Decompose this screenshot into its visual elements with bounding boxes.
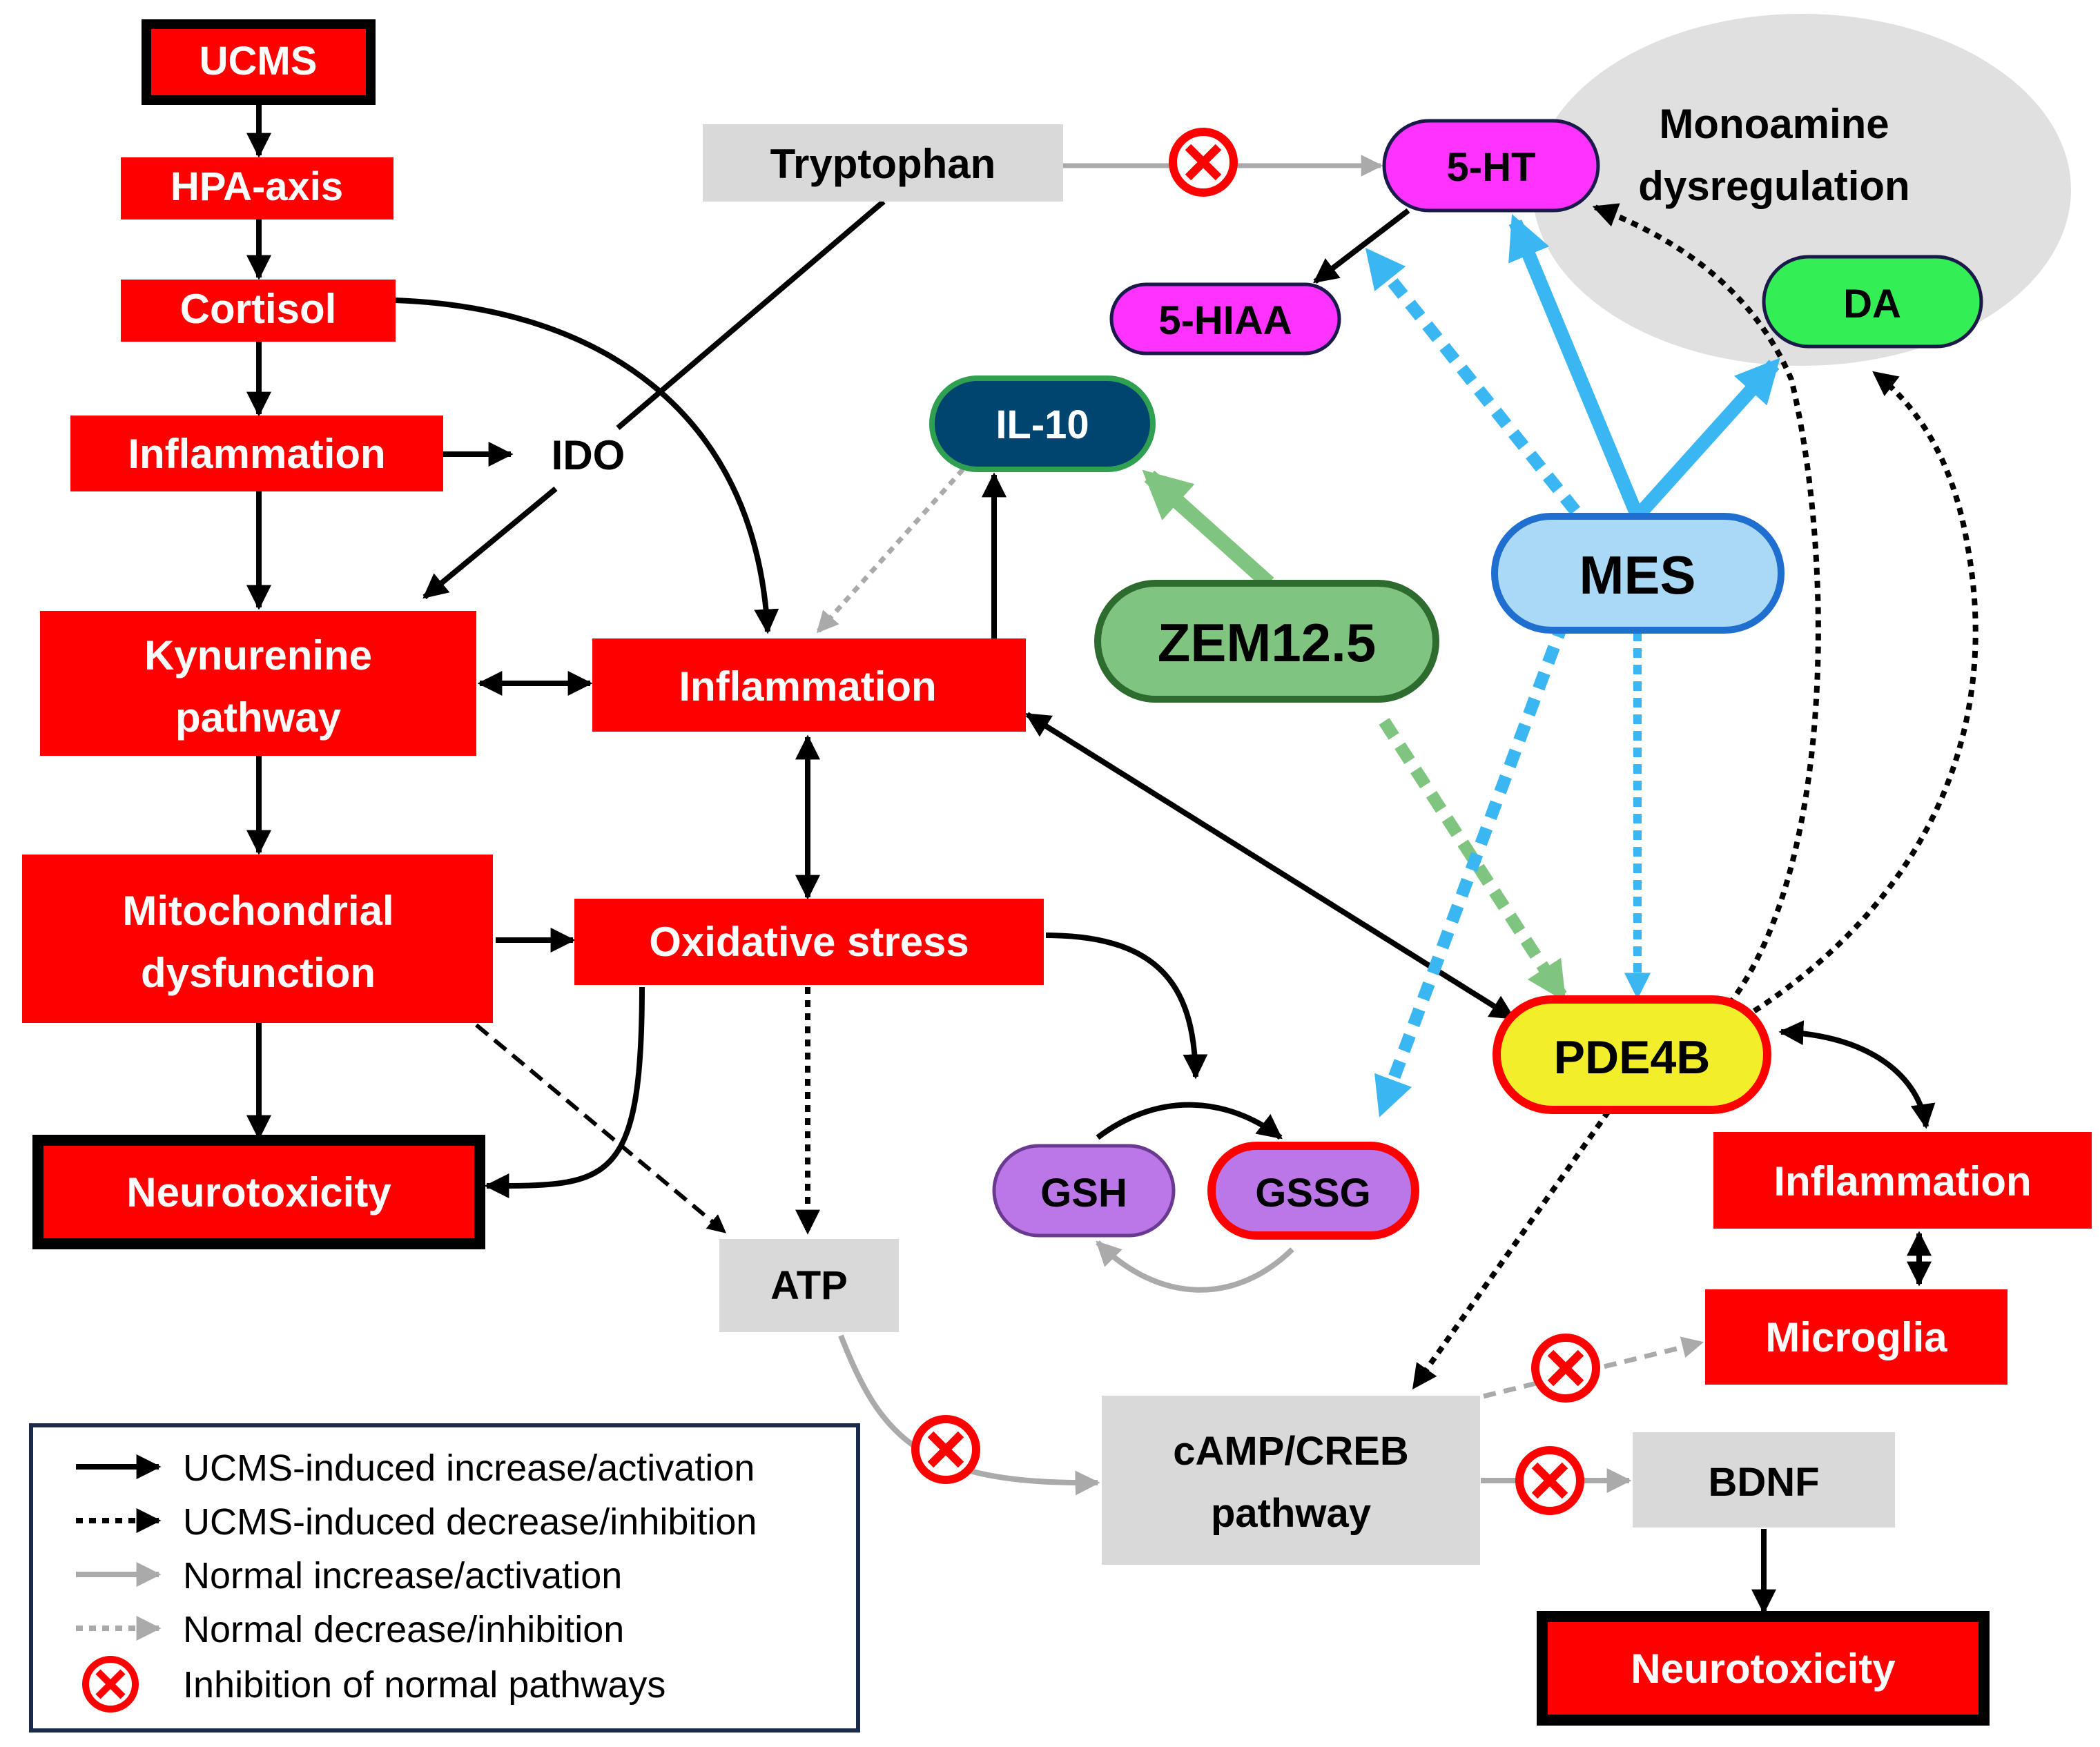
svg-text:pathway: pathway — [1211, 1491, 1371, 1536]
svg-text:Inhibition of normal pathways: Inhibition of normal pathways — [183, 1664, 665, 1706]
node-inflammation-center: Inflammation — [592, 638, 1026, 732]
arrow-ido-kynurenine — [422, 486, 558, 600]
svg-text:UCMS-induced decrease/inhibiti: UCMS-induced decrease/inhibition — [183, 1501, 757, 1543]
svg-text:Neurotoxicity: Neurotoxicity — [1631, 1646, 1896, 1692]
legend-item-solid-gray: Normal increase/activation — [76, 1555, 622, 1597]
arrow-gssg-gsh — [1096, 1240, 1294, 1293]
node-cortisol: Cortisol — [121, 280, 396, 342]
node-mito-dysfunction: Mitochondrial dysfunction — [22, 855, 493, 1023]
node-oxidative-stress: Oxidative stress — [574, 899, 1044, 985]
arrow-zem-pde4b — [1379, 718, 1567, 1002]
arrow-pde4b-right-inflammation — [1778, 1020, 1936, 1129]
node-monoamine-label: Monoamine dysregulation — [1638, 101, 1909, 209]
inhibit-icon — [1515, 1446, 1584, 1515]
arrow-zem-il10 — [1142, 469, 1274, 589]
node-inflammation-left: Inflammation — [70, 416, 443, 491]
svg-text:Monoamine: Monoamine — [1659, 101, 1889, 147]
arrow-oxidative-gssg — [1045, 933, 1208, 1080]
svg-text:ATP: ATP — [770, 1263, 848, 1308]
svg-text:UCMS-induced increase/activati: UCMS-induced increase/activation — [183, 1447, 755, 1489]
svg-text:GSSG: GSSG — [1255, 1171, 1371, 1216]
svg-text:Oxidative stress: Oxidative stress — [649, 919, 969, 965]
node-mes: MES — [1491, 513, 1785, 634]
svg-text:5-HT: 5-HT — [1447, 145, 1536, 190]
node-pde4b: PDE4B — [1493, 995, 1771, 1114]
node-neurotoxicity-right: Neurotoxicity — [1537, 1611, 1990, 1726]
inhibit-icon — [911, 1415, 980, 1484]
arrow-mito-atp — [475, 1023, 727, 1234]
node-gssg: GSSG — [1207, 1142, 1419, 1240]
svg-text:Microglia: Microglia — [1765, 1314, 1947, 1360]
node-5hiaa: 5-HIAA — [1109, 282, 1341, 355]
svg-text:Inflammation: Inflammation — [679, 663, 936, 710]
node-da: DA — [1762, 255, 1983, 349]
arrow-oxidative-neurotox — [484, 986, 645, 1199]
svg-text:ZEM12.5: ZEM12.5 — [1158, 612, 1376, 673]
svg-text:IL-10: IL-10 — [995, 402, 1089, 447]
arrow-pde4b-da — [1741, 370, 1979, 1021]
node-ucms: UCMS — [142, 19, 376, 105]
arrow-5ht-5hiaa — [1313, 208, 1410, 284]
arrow-inflammation-pde4b — [1024, 712, 1516, 1021]
arrow-tryptophan-ido — [616, 199, 886, 431]
svg-text:Cortisol: Cortisol — [180, 286, 337, 332]
svg-text:UCMS: UCMS — [200, 39, 318, 84]
legend-item-dotted-gray: Normal decrease/inhibition — [76, 1609, 624, 1650]
arrow-mes-gssg — [1374, 618, 1570, 1118]
svg-text:Inflammation: Inflammation — [128, 431, 385, 477]
node-inflammation-right: Inflammation — [1713, 1132, 2092, 1229]
svg-text:PDE4B: PDE4B — [1554, 1031, 1711, 1084]
node-zem: ZEM12.5 — [1094, 580, 1439, 703]
arrow-pde4b-camp — [1411, 1109, 1611, 1389]
svg-text:HPA-axis: HPA-axis — [171, 164, 343, 209]
node-il10: IL-10 — [929, 375, 1156, 472]
inhibit-icon — [1169, 128, 1238, 197]
svg-text:DA: DA — [1843, 282, 1901, 326]
arrow-pde4b-5ht — [1592, 203, 1821, 1006]
legend-item-inhibit: Inhibition of normal pathways — [82, 1656, 665, 1712]
svg-text:Tryptophan: Tryptophan — [770, 141, 996, 187]
node-atp: ATP — [719, 1239, 899, 1332]
svg-text:MES: MES — [1579, 545, 1695, 605]
node-camp-creb: cAMP/CREB pathway — [1102, 1396, 1480, 1565]
arrow-gsh-gssg — [1096, 1102, 1283, 1140]
node-microglia: Microglia — [1705, 1289, 2007, 1385]
svg-text:Mitochondrial: Mitochondrial — [122, 888, 393, 934]
svg-text:Normal decrease/inhibition: Normal decrease/inhibition — [183, 1609, 624, 1650]
node-bdnf: BDNF — [1633, 1432, 1895, 1528]
arrow-cortisol-center-inflammation — [394, 297, 779, 634]
svg-text:Neurotoxicity: Neurotoxicity — [126, 1169, 391, 1216]
arrow-mes-5ht — [1508, 214, 1644, 519]
svg-text:Normal increase/activation: Normal increase/activation — [183, 1555, 622, 1597]
svg-text:pathway: pathway — [175, 694, 342, 741]
legend-item-solid-black: UCMS-induced increase/activation — [76, 1447, 755, 1489]
svg-text:5-HIAA: 5-HIAA — [1158, 298, 1292, 343]
node-tryptophan: Tryptophan — [703, 124, 1063, 202]
svg-text:IDO: IDO — [552, 432, 625, 478]
legend-item-dotted-black: UCMS-induced decrease/inhibition — [76, 1501, 757, 1543]
node-kynurenine: Kynurenine pathway — [40, 611, 476, 756]
node-neurotoxicity-left: Neurotoxicity — [32, 1135, 485, 1249]
inhibit-icon — [1531, 1334, 1600, 1403]
svg-text:GSH: GSH — [1040, 1171, 1127, 1216]
svg-text:cAMP/CREB: cAMP/CREB — [1173, 1429, 1409, 1474]
arrow-il10-inflammation — [816, 467, 965, 634]
legend: UCMS-induced increase/activation UCMS-in… — [29, 1423, 860, 1733]
svg-text:BDNF: BDNF — [1708, 1460, 1819, 1505]
inhibit-icon — [82, 1656, 139, 1712]
node-ido: IDO — [552, 432, 625, 478]
svg-text:dysfunction: dysfunction — [141, 950, 376, 996]
svg-text:Kynurenine: Kynurenine — [144, 632, 372, 679]
svg-text:Inflammation: Inflammation — [1773, 1158, 2031, 1204]
svg-text:dysregulation: dysregulation — [1638, 163, 1909, 209]
node-gsh: GSH — [992, 1144, 1176, 1238]
arrow-mes-da — [1632, 358, 1780, 521]
node-5ht: 5-HT — [1382, 119, 1600, 213]
node-hpa-axis: HPA-axis — [121, 157, 393, 219]
